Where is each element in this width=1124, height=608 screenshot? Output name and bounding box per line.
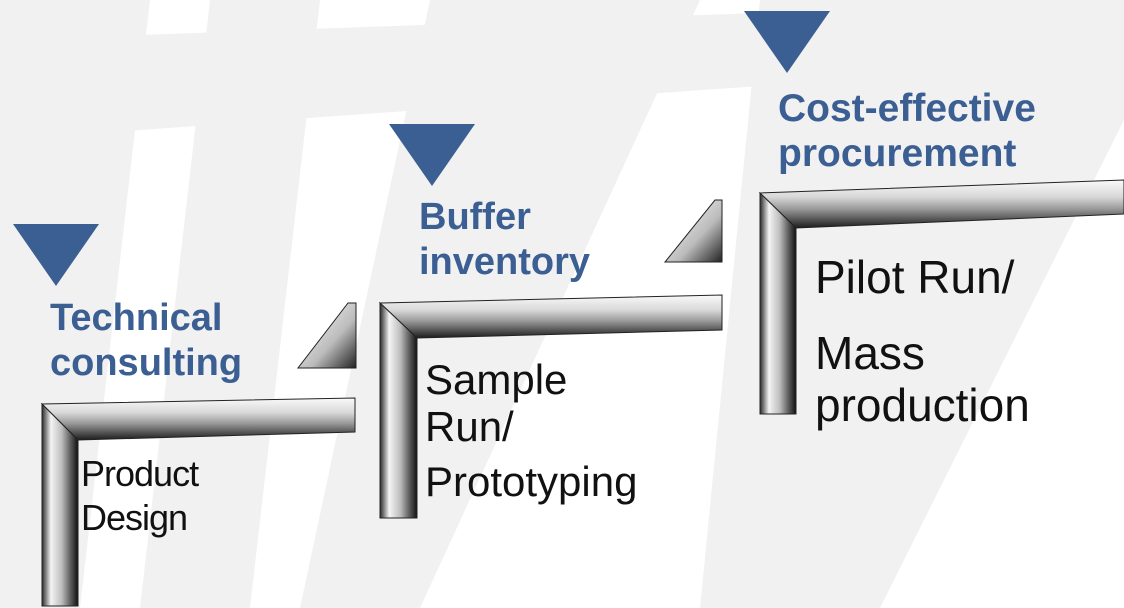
- stage-3-marker-icon: [744, 11, 830, 73]
- stage-2-heading-line: inventory: [419, 241, 591, 283]
- stage-3-heading: Cost-effective procurement: [778, 86, 1036, 176]
- stage-1-heading: Technical consulting: [50, 296, 242, 386]
- stage-2-marker-icon: [389, 124, 475, 186]
- stage-3-label-line: production: [815, 379, 1030, 431]
- stage-2-label-line: Prototyping: [425, 458, 638, 505]
- stage-3-heading-line: Cost-effective: [778, 87, 1036, 130]
- stage-3-label-line: Mass: [815, 327, 925, 379]
- stage-2-label-line: Sample: [425, 356, 568, 403]
- stage-2-label: Sample Run/ Prototyping: [425, 356, 637, 505]
- stage-2-heading: Buffer inventory: [419, 195, 590, 285]
- stage-1-marker-icon: [13, 224, 99, 286]
- stage-1-label-line: Product: [81, 453, 199, 494]
- stage-1-label: Product Design: [81, 452, 199, 540]
- stage-1-label-line: Design: [81, 497, 188, 538]
- stage-2-label-line: Run/: [425, 403, 514, 450]
- stage-1-heading-line: consulting: [50, 342, 243, 384]
- stage-2-heading-line: Buffer: [419, 196, 531, 238]
- stage-3-label-line: Pilot Run/: [815, 251, 1015, 303]
- stage-3-heading-line: procurement: [778, 132, 1017, 175]
- stage-1-heading-line: Technical: [50, 297, 223, 339]
- stage-3-label: Pilot Run/ Mass production: [815, 251, 1030, 431]
